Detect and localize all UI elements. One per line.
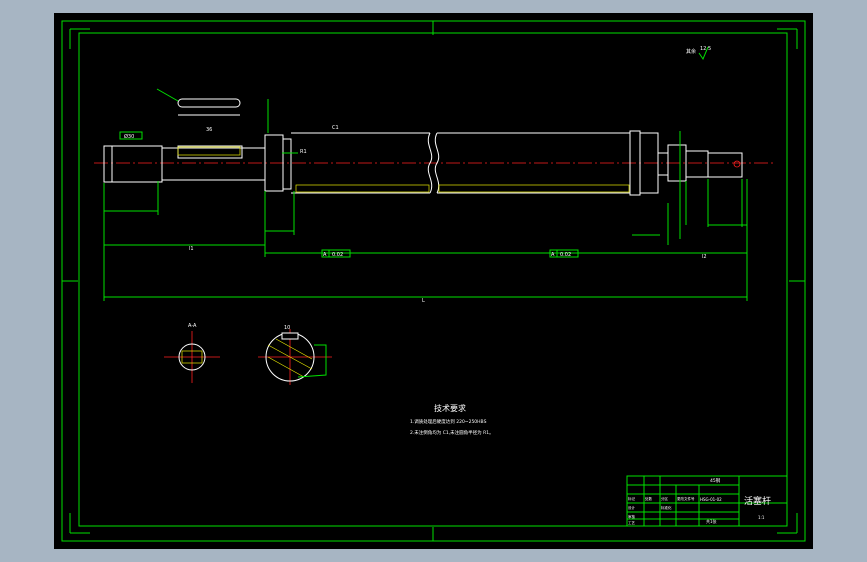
- dim-seg1-label: l1: [189, 246, 194, 252]
- svg-text:A: A: [551, 252, 555, 258]
- dim-key-len-label: 36: [206, 127, 212, 133]
- tech-title: 技术要求: [434, 403, 466, 413]
- tolerance-value-1: 0.02: [332, 252, 343, 258]
- svg-text:工艺: 工艺: [628, 520, 636, 525]
- tolerance-frame-1: A 0.02: [321, 249, 351, 258]
- dimension-lines: [103, 99, 748, 301]
- roughness-mark: 其余 12.5: [686, 46, 711, 61]
- svg-text:更改文件号: 更改文件号: [677, 496, 695, 501]
- material-label: 45钢: [710, 477, 721, 484]
- chamfer-label: C1: [332, 125, 339, 131]
- technical-requirements: 技术要求 1.调质处理后硬度达到 220~250HBS 2.未注倒角均为 C1,…: [410, 403, 494, 436]
- scale-label: 1:1: [758, 515, 765, 520]
- part-name: 活塞杆: [744, 495, 771, 507]
- keyway-width-label: 10: [284, 325, 290, 331]
- svg-text:设计: 设计: [628, 505, 636, 510]
- tolerance-frame-2: A 0.02: [549, 249, 579, 258]
- roughness-value: 12.5: [700, 46, 711, 52]
- cad-canvas[interactable]: Ø30 l1 l2 L 36 R1 C1 A 0.02 A 0.02 其余 12…: [54, 13, 813, 549]
- hatch-bands: [177, 146, 630, 193]
- outer-frame: [61, 20, 806, 542]
- dim-left-shaft-label: Ø30: [124, 133, 134, 140]
- drawing-number: HSG-01-02: [700, 497, 722, 502]
- svg-text:其余: 其余: [686, 48, 696, 55]
- dim-total-label: L: [422, 298, 425, 304]
- svg-text:A: A: [323, 252, 327, 258]
- svg-text:标准化: 标准化: [661, 505, 672, 510]
- section-view-left: A-A: [164, 323, 220, 383]
- leader-labels: Ø30 l1 l2 L 36 R1 C1: [119, 125, 707, 304]
- shaft-outline: [103, 130, 743, 196]
- drawing-sheet: Ø30 l1 l2 L 36 R1 C1 A 0.02 A 0.02 其余 12…: [61, 20, 806, 542]
- radius-label: R1: [300, 149, 307, 155]
- key-detail: [156, 88, 241, 116]
- section-view-right: 10: [258, 325, 332, 385]
- svg-text:审核: 审核: [628, 514, 636, 519]
- svg-text:处数: 处数: [645, 496, 653, 501]
- section-label: A-A: [188, 323, 197, 329]
- tech-line-2: 2.未注倒角均为 C1,未注圆角半径为 R1。: [410, 429, 494, 436]
- sheet-label: 共1张: [706, 518, 717, 524]
- title-block: 45钢 活塞杆 HSG-01-02 1:1 共1张 标记 处数 分区 更改文件号…: [626, 475, 788, 527]
- svg-text:分区: 分区: [661, 496, 669, 501]
- svg-text:标记: 标记: [628, 496, 636, 501]
- corner-marks: [62, 21, 805, 541]
- tech-line-1: 1.调质处理后硬度达到 220~250HBS: [410, 418, 487, 425]
- dim-seg2-label: l2: [702, 254, 707, 260]
- tolerance-value-2: 0.02: [560, 252, 571, 258]
